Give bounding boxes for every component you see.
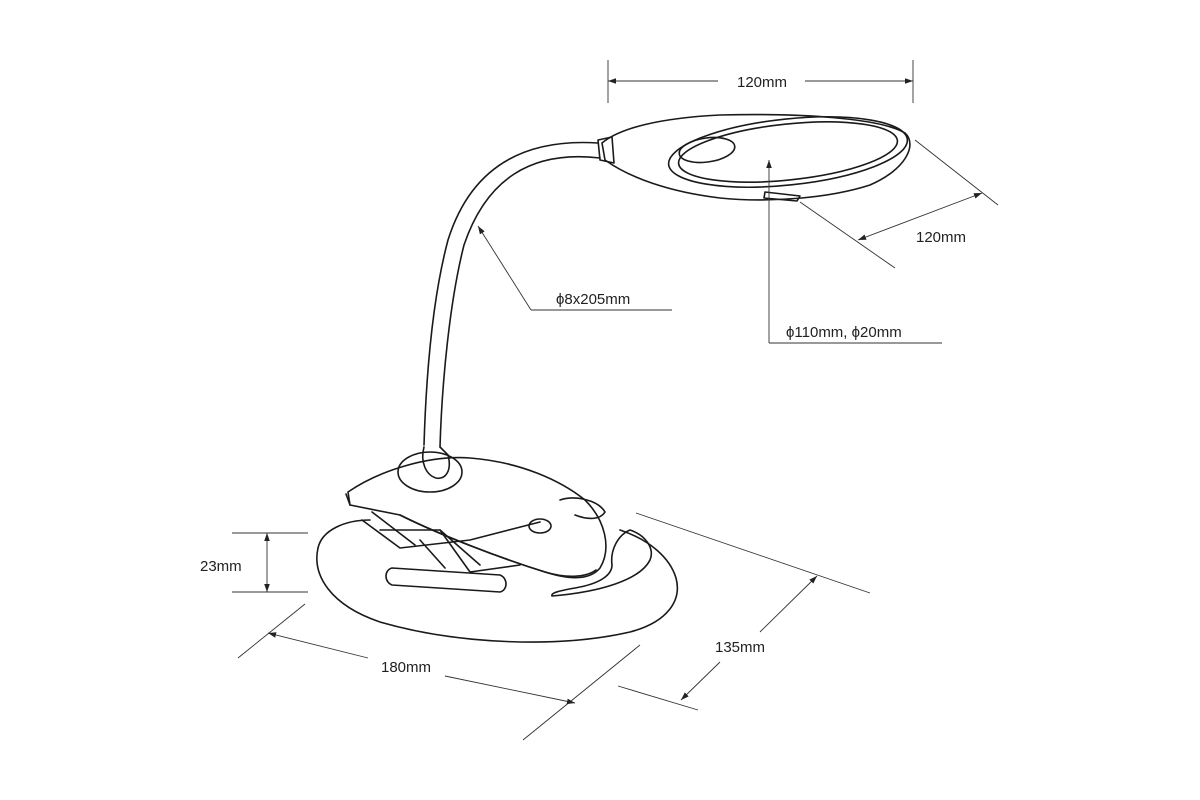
dim-gooseneck-label: ϕ8x205mm [556,291,630,308]
dim-gooseneck [477,225,672,311]
dim-lens-width-label: 120mm [737,74,787,91]
dim-clip-height-label: 23mm [200,558,242,575]
dim-base-width-label: 135mm [715,639,765,656]
dim-base-width [617,512,871,711]
dim-lens-depth-label: 120mm [916,229,966,246]
dim-base-length-label: 180mm [381,659,431,676]
dim-lens-width [607,60,914,103]
lamp-head [597,113,911,202]
clip-base [316,446,678,643]
dim-lens-depth [799,139,999,269]
dim-base-length [237,603,641,741]
dim-lens-size-label: ϕ110mm, ϕ20mm [786,324,902,341]
dim-clip-height [232,532,308,593]
dim-lens-size [766,160,942,344]
gooseneck [423,141,601,448]
